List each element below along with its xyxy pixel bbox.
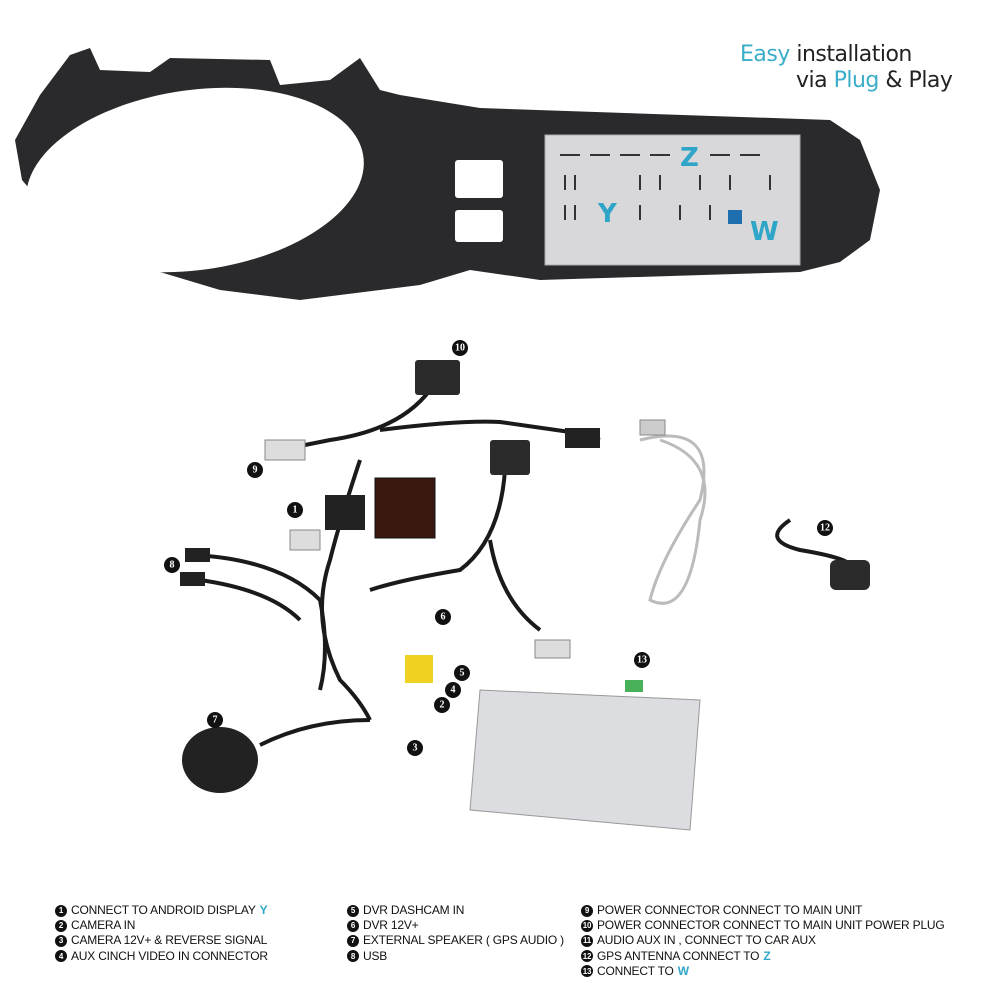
legend-text: 2 (440, 700, 445, 711)
legend-text: USB (363, 948, 388, 963)
legend-column-2: 5 DVR DASHCAM IN 6 DVR 12V+ 7 EXTERNAL SPEA… (347, 903, 564, 964)
headline-accent: Plug (833, 68, 880, 93)
plate-label-w: W (750, 217, 779, 247)
legend-item: 5 DVR DASHCAM IN (347, 903, 564, 918)
legend-number: 8 (347, 950, 359, 963)
legend-text: CONNECT TO (597, 963, 674, 978)
headline-accent: Easy (740, 42, 790, 67)
legend-text (435, 609, 451, 625)
legend-text (287, 502, 303, 518)
legend-text: AUX CINCH VIDEO IN CONNECTOR (71, 948, 268, 963)
legend-item: 11 AUDIO AUX IN , CONNECT TO CAR AUX (581, 933, 945, 948)
legend-text (817, 520, 833, 536)
legend-text: 4 (451, 685, 456, 696)
callout-2: 2 (434, 697, 450, 713)
legend-text: 12 (820, 523, 830, 534)
plate-vents (560, 154, 771, 220)
legend-text: Y (259, 903, 268, 918)
legend-number: 13 (581, 965, 593, 978)
headline-text: installation (789, 42, 912, 67)
usb-cable (639, 434, 707, 605)
legend-text: EXTERNAL SPEAKER ( GPS AUDIO ) (363, 933, 564, 948)
legend-text: POWER CONNECTOR CONNECT TO MAIN UNIT (597, 903, 863, 918)
legend-text: 10 (455, 343, 465, 354)
headline-text: via (796, 68, 834, 93)
legend-text (445, 682, 461, 698)
connectors (180, 360, 870, 831)
legend-text (634, 652, 650, 668)
legend-text: W (677, 963, 689, 978)
legend-item: 3 CAMERA 12V+ & REVERSE SIGNAL (55, 933, 268, 948)
legend-text: 7 (213, 715, 218, 726)
callout-13: 13 (634, 652, 650, 668)
legend-text: 3 (413, 743, 418, 754)
legend-text: 13 (637, 655, 647, 666)
legend-text: 8 (170, 560, 175, 571)
legend-text (247, 462, 263, 478)
legend-text (434, 697, 450, 713)
callout-12: 12 (817, 520, 833, 536)
headline-text: & Play (878, 68, 953, 93)
legend-text (454, 665, 470, 681)
legend-text: CONNECT TO ANDROID DISPLAY (71, 903, 256, 918)
callout-9: 9 (247, 462, 263, 478)
legend-item: 2 CAMERA IN (55, 918, 268, 933)
callout-1: 1 (287, 502, 303, 518)
legend-number: 3 (55, 934, 67, 947)
headline: Easy installation via Plug & Play (740, 42, 953, 94)
legend-number: 2 (55, 919, 67, 932)
dash-bezel (15, 48, 880, 300)
legend-number: 5 (347, 904, 359, 917)
legend-text (207, 712, 223, 728)
legend-text: GPS ANTENNA CONNECT TO (597, 948, 760, 963)
legend-text: 9 (253, 465, 258, 476)
legend-item: 8 USB (347, 949, 564, 964)
legend-number: 12 (581, 950, 593, 963)
legend-text: AUDIO AUX IN , CONNECT TO CAR AUX (597, 933, 816, 948)
callout-markers: 10 9 1 8 6 5 4 2 3 7 13 12 (164, 340, 833, 756)
legend-number: 6 (347, 919, 359, 932)
legend-number: 10 (581, 919, 593, 932)
legend-text: DVR DASHCAM IN (363, 903, 465, 918)
legend-text: CAMERA IN (71, 918, 136, 933)
legend-number: 1 (55, 904, 67, 917)
legend-item: 10 POWER CONNECTOR CONNECT TO MAIN UNIT P… (581, 918, 945, 933)
legend-item: 6 DVR 12V+ (347, 918, 564, 933)
legend-text: CAMERA 12V+ & REVERSE SIGNAL (71, 933, 268, 948)
legend-text (164, 557, 180, 573)
legend-item: 4 AUX CINCH VIDEO IN CONNECTOR (55, 949, 268, 964)
legend-text: Z (763, 948, 771, 963)
legend-text: 1 (293, 505, 298, 516)
legend-text: DVR 12V+ (363, 918, 419, 933)
callout-8: 8 (164, 557, 180, 573)
legend-number: 9 (581, 904, 593, 917)
plate-label-y: Y (597, 199, 618, 229)
legend-text (452, 340, 468, 356)
legend-number: 11 (581, 934, 593, 947)
callout-5: 5 (454, 665, 470, 681)
callout-3: 3 (407, 740, 423, 756)
legend-item: 7 EXTERNAL SPEAKER ( GPS AUDIO ) (347, 933, 564, 948)
connector-w (728, 210, 742, 224)
legend-text (407, 740, 423, 756)
callout-10: 10 (452, 340, 468, 356)
callout-4: 4 (445, 682, 461, 698)
callout-6: 6 (435, 609, 451, 625)
legend-item: 9 POWER CONNECTOR CONNECT TO MAIN UNIT (581, 903, 945, 918)
legend-text: POWER CONNECTOR CONNECT TO MAIN UNIT POW… (597, 918, 945, 933)
plate-label-z: Z (680, 143, 699, 173)
legend-number: 4 (55, 950, 67, 963)
legend-number: 7 (347, 934, 359, 947)
legend-text: 6 (441, 612, 446, 623)
legend-column-3: 9 POWER CONNECTOR CONNECT TO MAIN UNIT 10… (581, 903, 945, 979)
callout-7: 7 (207, 712, 223, 728)
legend-text: 5 (460, 668, 465, 679)
